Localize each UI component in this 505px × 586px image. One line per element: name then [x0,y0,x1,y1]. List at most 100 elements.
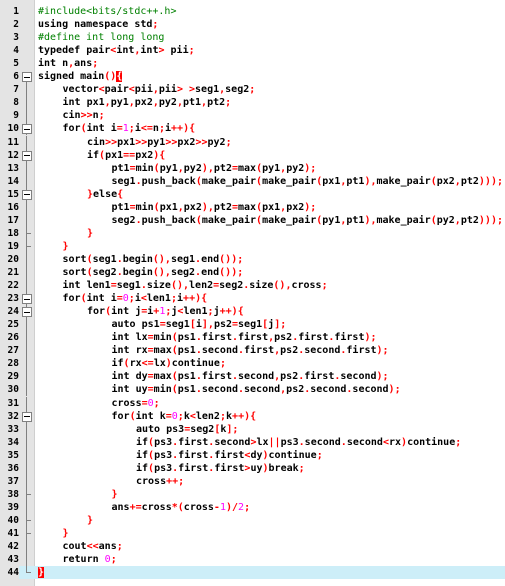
code-text[interactable]: int dy=max(ps1.first.second,ps2.first.se… [112,370,389,383]
code-line[interactable]: 41} [0,527,505,540]
code-text[interactable]: int len1=seg1.size(),len2=seg2.size(),cr… [63,279,328,292]
code-text[interactable]: int rx=max(ps1.second.first,ps2.second.f… [112,344,389,357]
code-text[interactable]: pt1=min(px1,px2),pt2=max(px1,px2); [112,201,317,214]
fold-toggle-icon[interactable] [20,305,33,319]
code-text[interactable]: if(ps3.first.first>uy)break; [136,462,305,475]
fold-toggle-icon[interactable] [20,122,33,136]
code-text[interactable]: for(int j=i+1;j<len1;j++){ [87,305,244,318]
code-line[interactable]: 15}else{ [0,187,505,201]
code-text[interactable]: auto ps1=seg1[i],ps2=seg1[j]; [112,318,287,331]
code-operator: . [298,371,305,383]
code-token: seg2 [111,214,136,226]
code-text[interactable]: } [87,514,93,527]
code-line[interactable]: 30 int uy=min(ps1.second.second,ps2.secon… [0,383,505,397]
code-text[interactable]: ans+=cross*(cross-1)/2; [112,501,251,514]
fold-toggle-icon[interactable] [20,70,33,84]
code-text[interactable]: } [87,227,93,240]
code-text[interactable]: } [112,488,118,501]
code-text[interactable]: using namespace std; [38,18,158,31]
code-text[interactable]: cin>>px1>>py1>>px2>>py2; [87,136,232,149]
code-text[interactable]: int lx=min(ps1.first.first,ps2.first.fir… [112,331,377,344]
code-line[interactable]: 19} [0,239,505,253]
code-text[interactable]: cross++; [136,475,184,488]
code-text[interactable]: pt1=min(py1,py2),pt2=max(py1,py2); [112,162,317,175]
code-text[interactable]: } [63,240,69,253]
code-text[interactable]: int uy=min(ps1.second.second,ps2.second.… [112,383,401,396]
code-text[interactable]: sort(seg1.begin(),seg1.end()); [63,253,244,266]
code-line[interactable]: 1#include<bits/stdc++.h> [0,5,505,18]
code-text[interactable]: } [63,527,69,540]
code-text[interactable]: for(int i=0;i<len1;i++){ [63,292,208,305]
code-text[interactable]: auto ps3=seg2[k]; [136,423,238,436]
code-text[interactable]: if(px1==px2){ [87,149,165,162]
code-line[interactable]: 44} [0,566,505,580]
code-text[interactable]: sort(seg2.begin(),seg2.end()); [63,266,244,279]
code-text[interactable]: if(ps3.first.first<dy)continue; [136,449,323,462]
code-line[interactable]: 3#define int long long [0,31,505,44]
code-text[interactable]: #define int long long [38,31,164,44]
code-text[interactable]: if(rx<=lx)continue; [112,357,226,370]
code-text[interactable]: cross=0; [112,397,160,410]
code-operator: ( [105,306,112,318]
code-text[interactable]: for(int k=0;k<len2;k++){ [112,410,257,423]
code-text[interactable]: if(ps3.first.second>lx||ps3.second.secon… [136,436,461,449]
code-text[interactable]: signed main(){ [38,70,123,83]
code-text[interactable]: for(int i=1;i<=n;i++){ [63,122,196,135]
line-number: 30 [7,384,19,396]
code-text[interactable]: seg1.push_back(make_pair(make_pair(px1,p… [112,175,504,188]
code-text[interactable]: int px1,py1,px2,py2,pt1,pt2; [63,96,232,109]
code-text[interactable]: cin>>n; [63,109,105,122]
code-text[interactable]: return 0; [63,553,117,566]
code-line[interactable]: 40} [0,513,505,527]
code-text[interactable]: cout<<ans; [63,540,123,553]
code-line[interactable]: 38} [0,487,505,501]
fold-toggle-icon[interactable] [20,187,33,201]
code-text[interactable]: vector<pair<pii,pii> >seg1,seg2; [63,83,256,96]
fold-toggle-icon[interactable] [20,148,33,162]
fold-toggle-icon[interactable] [20,292,33,306]
code-text[interactable]: typedef pair<int,int> pii; [38,44,195,57]
code-text[interactable]: seg2.push_back(make_pair(make_pair(py1,p… [112,214,504,227]
code-text[interactable]: }else{ [87,188,123,201]
code-line[interactable]: 18} [0,226,505,240]
code-text[interactable]: int n,ans; [38,57,98,70]
fold-toggle-icon[interactable] [20,409,33,423]
code-text[interactable]: } [38,566,45,579]
code-text[interactable]: #include<bits/stdc++.h> [38,5,176,18]
